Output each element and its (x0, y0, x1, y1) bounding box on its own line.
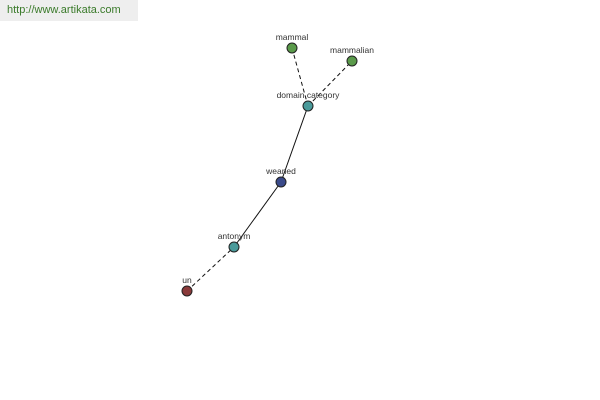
node-label-weaned[interactable]: weaned (265, 166, 296, 176)
edges-layer (186, 47, 353, 292)
edge-domain_category-mammal (291, 47, 309, 107)
node-dot-domain_category[interactable] (302, 100, 314, 112)
node-dot-weaned[interactable] (275, 176, 287, 188)
node-label-mammal[interactable]: mammal (276, 32, 309, 42)
node-dot-un[interactable] (181, 285, 193, 297)
node-dot-mammal[interactable] (286, 42, 298, 54)
edge-antonym-weaned (233, 181, 282, 248)
nodes-layer: mammal mammalian domain category weaned anto… (181, 32, 374, 297)
node-dot-antonym[interactable] (228, 241, 240, 253)
node-label-mammalian[interactable]: mammalian (330, 45, 374, 55)
node-label-un[interactable]: un (182, 275, 192, 285)
watermark-link[interactable]: http://www.artikata.com (0, 0, 138, 21)
edge-domain_category-mammalian (307, 60, 353, 107)
node-antonym[interactable]: antonym (218, 231, 251, 253)
node-un[interactable]: un (181, 275, 193, 297)
node-label-domain_category[interactable]: domain category (277, 90, 341, 100)
node-label-antonym[interactable]: antonym (218, 231, 251, 241)
node-domain_category[interactable]: domain category (277, 90, 341, 112)
node-dot-mammalian[interactable] (346, 55, 358, 67)
node-weaned[interactable]: weaned (265, 166, 296, 188)
edge-weaned-domain_category (280, 105, 309, 183)
node-mammal[interactable]: mammal (276, 32, 309, 54)
node-mammalian[interactable]: mammalian (330, 45, 374, 67)
edge-un-antonym (186, 246, 235, 292)
